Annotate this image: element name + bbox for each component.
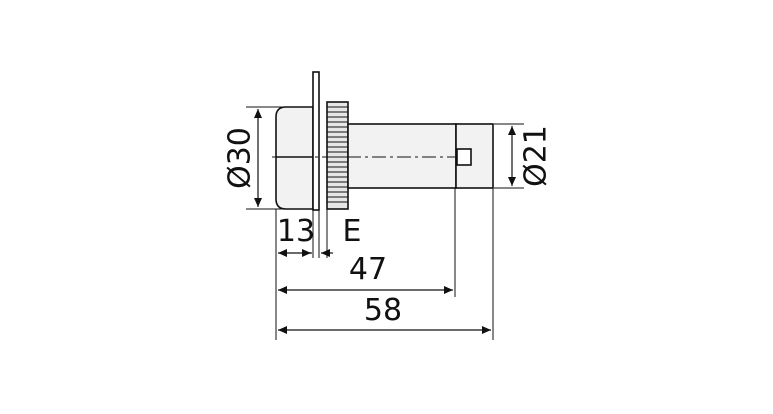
part-outline bbox=[275, 71, 494, 211]
knurled-nut bbox=[326, 101, 349, 210]
front-cap bbox=[275, 106, 314, 210]
label-58: 58 bbox=[364, 293, 402, 328]
label-e: E bbox=[343, 214, 362, 249]
label-47: 47 bbox=[349, 252, 387, 287]
terminal-tab bbox=[456, 148, 472, 166]
cylinder-body bbox=[347, 123, 457, 189]
label-diameter-30: Ø30 bbox=[223, 127, 258, 189]
label-diameter-21: Ø21 bbox=[519, 125, 554, 187]
dimension-lines bbox=[254, 109, 516, 334]
panel-plate bbox=[312, 71, 320, 211]
label-13: 13 bbox=[277, 214, 315, 249]
extension-lines bbox=[246, 106, 524, 340]
